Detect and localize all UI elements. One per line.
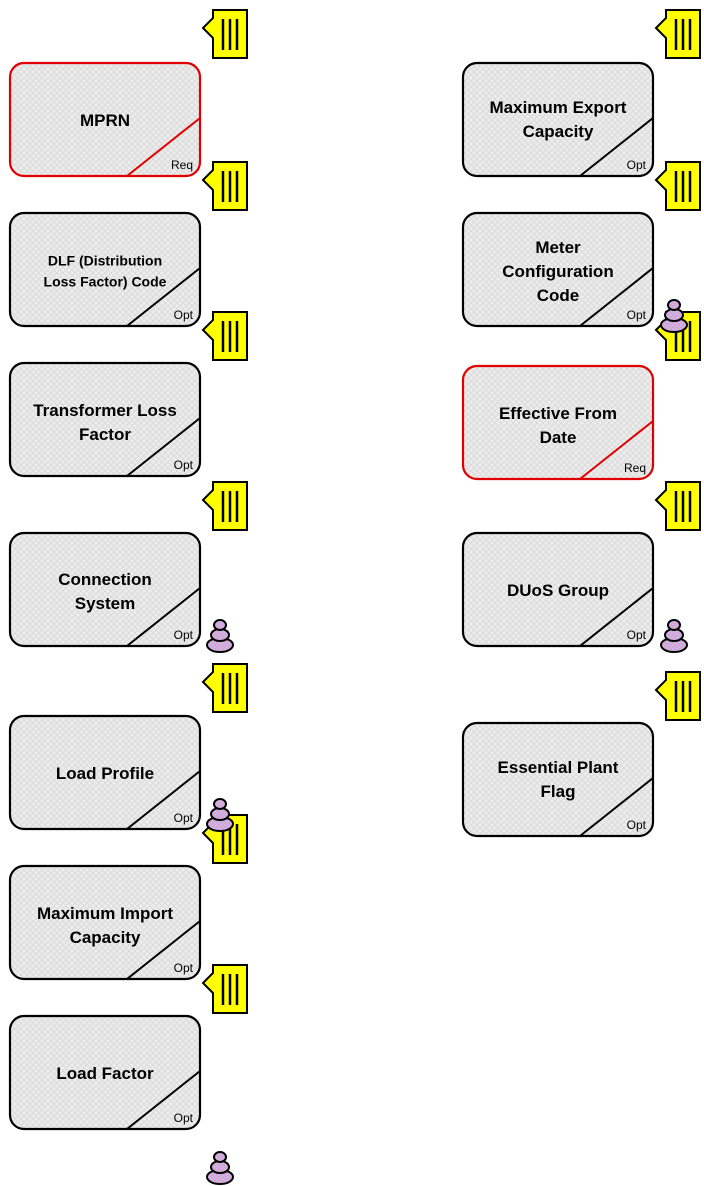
note-icon-essential-plant-flag <box>654 671 701 721</box>
note-icon-transformer-loss-factor <box>201 311 248 361</box>
entity-box-frame <box>461 211 655 328</box>
entity-box-frame <box>8 1014 202 1131</box>
stack-icon-connection-system <box>206 619 234 653</box>
entity-box-frame <box>461 721 655 838</box>
note-icon-load-factor <box>201 964 248 1014</box>
entity-label: Capacity <box>523 122 594 141</box>
entity-label: Load Profile <box>56 764 154 783</box>
corner-divider <box>126 920 201 980</box>
entity-label: Factor <box>79 425 131 444</box>
entity-label: Maximum Import <box>37 904 173 923</box>
note-icon-meter-configuration-code <box>654 161 701 211</box>
stack-icon-load-factor <box>206 1151 234 1185</box>
optional-tag: Opt <box>627 818 647 832</box>
corner-divider <box>126 1070 201 1130</box>
corner-divider <box>126 267 201 327</box>
entity-box-frame <box>8 361 202 478</box>
note-icon-duos-group <box>654 481 701 531</box>
entity-box-frame <box>8 531 202 648</box>
entity-box-frame <box>8 864 202 981</box>
entity-label: Flag <box>541 782 576 801</box>
entity-label: Effective From <box>499 404 617 423</box>
entity-box-frame <box>8 211 202 328</box>
stack-icon-duos-group <box>660 619 688 653</box>
optional-tag: Opt <box>174 961 194 975</box>
note-icon-dlf-code <box>201 161 248 211</box>
optional-tag: Opt <box>627 628 647 642</box>
optional-tag: Opt <box>174 811 194 825</box>
corner-divider <box>126 770 201 830</box>
entity-label: Essential Plant <box>498 758 619 777</box>
entity-label: Connection <box>58 570 152 589</box>
optional-tag: Opt <box>627 308 647 322</box>
optional-tag: Opt <box>627 158 647 172</box>
corner-divider <box>579 587 654 647</box>
stack-icon-meter-configuration-code <box>660 299 688 333</box>
note-icon-connection-system <box>201 481 248 531</box>
entity-label: DUoS Group <box>507 581 609 600</box>
entity-label: Code <box>537 286 580 305</box>
note-icon-mprn <box>201 9 248 59</box>
entity-label: DLF (Distribution <box>48 252 162 268</box>
corner-divider <box>579 420 654 480</box>
entity-label: Configuration <box>502 262 613 281</box>
entity-box-frame <box>8 61 202 178</box>
corner-divider <box>579 117 654 177</box>
note-icon-maximum-export-capacity <box>654 9 701 59</box>
corner-divider <box>126 587 201 647</box>
required-tag: Req <box>171 158 193 172</box>
note-icon-load-profile <box>201 663 248 713</box>
entity-label: Maximum Export <box>490 98 627 117</box>
entity-label: Meter <box>535 238 581 257</box>
entity-label: Date <box>540 428 577 447</box>
required-tag: Req <box>624 461 646 475</box>
optional-tag: Opt <box>174 628 194 642</box>
optional-tag: Opt <box>174 1111 194 1125</box>
entity-box-frame <box>461 531 655 648</box>
entity-box-mprn[interactable]: MPRN Req <box>8 61 202 178</box>
entity-label: MPRN <box>80 111 130 130</box>
optional-tag: Opt <box>174 308 194 322</box>
corner-divider <box>126 417 201 477</box>
entity-box-frame <box>461 61 655 178</box>
entity-box-frame <box>8 714 202 831</box>
corner-divider <box>579 777 654 837</box>
entity-label: Capacity <box>70 928 141 947</box>
entity-label: Load Factor <box>56 1064 154 1083</box>
stack-icon-load-profile <box>206 798 234 832</box>
corner-divider <box>126 117 201 177</box>
corner-divider <box>579 267 654 327</box>
entity-label: Loss Factor) Code <box>44 273 167 289</box>
entity-box-frame <box>461 364 655 481</box>
entity-label: Transformer Loss <box>33 401 177 420</box>
optional-tag: Opt <box>174 458 194 472</box>
entity-label: System <box>75 594 135 613</box>
